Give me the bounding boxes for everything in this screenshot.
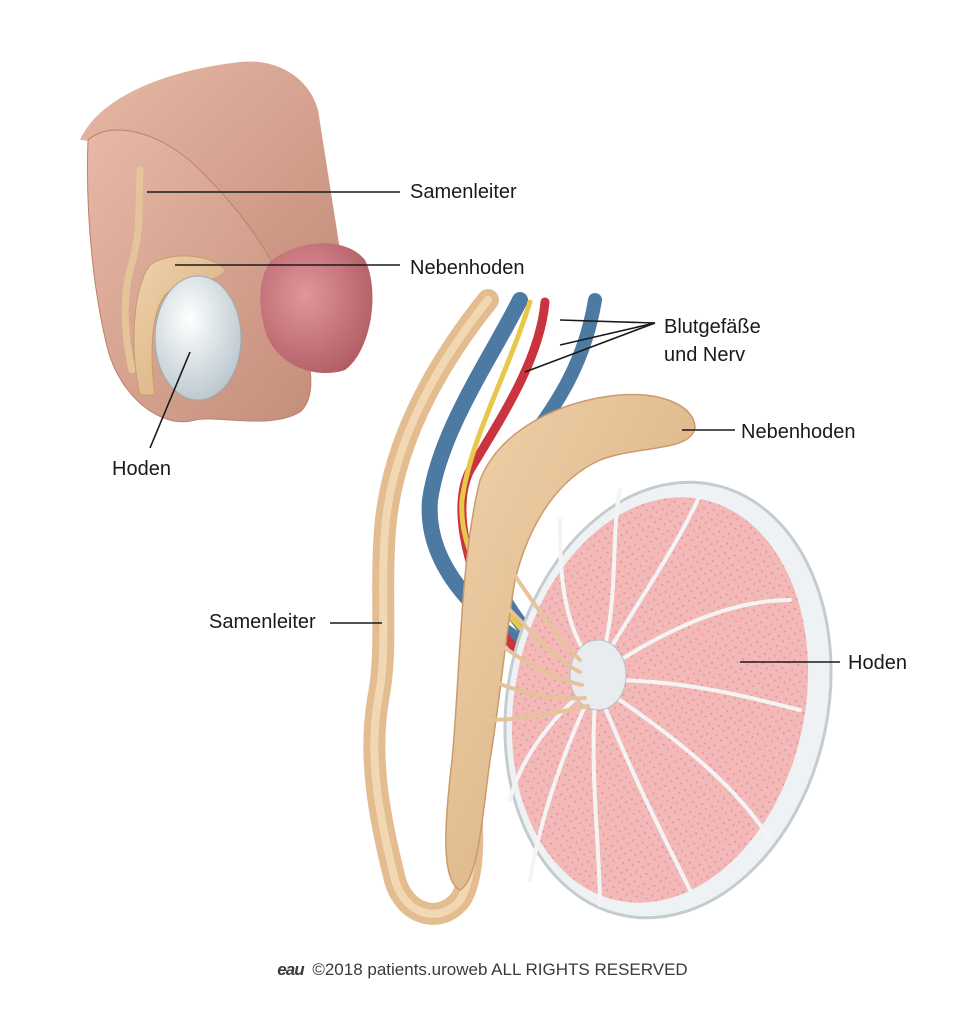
glans: [260, 243, 373, 374]
label-hoden-right: Hoden: [848, 652, 907, 674]
cross-section-illustration: [363, 289, 833, 925]
external-genitalia-illustration: [80, 61, 373, 423]
leader-lines-top: [147, 191, 400, 449]
label-blutgefaesse: Blutgefäße und Nerv: [664, 313, 761, 369]
label-hoden-top: Hoden: [112, 458, 171, 480]
label-nebenhoden-right: Nebenhoden: [741, 421, 856, 443]
epididymis-large: [445, 393, 696, 891]
label-samenleiter-top: Samenleiter: [410, 181, 517, 203]
copyright-footer: eau ©2018 patients.uroweb ALL RIGHTS RES…: [0, 960, 965, 980]
label-samenleiter-left: Samenleiter: [209, 611, 316, 633]
rete-testis: [569, 639, 627, 711]
testis-tissue: [511, 497, 809, 903]
label-blutgefaesse-line2: und Nerv: [664, 344, 746, 366]
label-nebenhoden-top: Nebenhoden: [410, 257, 525, 279]
copyright-text: ©2018 patients.uroweb ALL RIGHTS RESERVE…: [312, 960, 688, 979]
leader-lines-main: [330, 319, 840, 663]
efferent-ductules: [486, 558, 590, 722]
label-blutgefaesse-line1: Blutgefäße: [664, 316, 761, 338]
testis-small: [154, 275, 242, 401]
eau-logo: eau: [277, 960, 304, 979]
vas-deferens-small: [121, 166, 144, 374]
epididymis-small: [133, 255, 226, 396]
